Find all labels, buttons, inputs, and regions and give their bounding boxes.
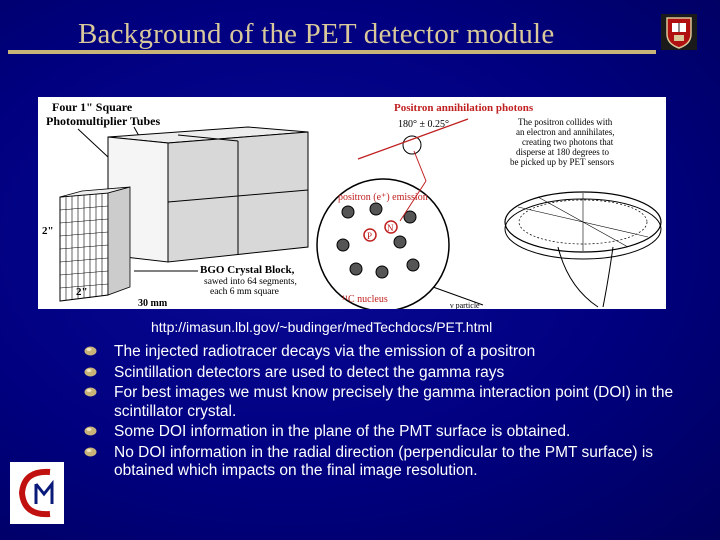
- bullet-icon: [84, 426, 97, 436]
- bullet-icon: [84, 447, 97, 456]
- bullet-item: Some DOI information in the plane of the…: [84, 423, 704, 442]
- p-label: P: [367, 231, 372, 241]
- bullet-icon: [84, 387, 97, 397]
- bullet-text: The injected radiotracer decays via the …: [114, 343, 536, 360]
- source-url: http://imasun.lbl.gov/~budinger/medTechd…: [151, 319, 493, 335]
- pet-detector-figure: Four 1" Square Photomultiplier Tubes: [38, 97, 666, 309]
- bullet-icon: [84, 346, 97, 356]
- collision-text-2: an electron and annihilates,: [516, 127, 614, 137]
- annihilation-title: Positron annihilation photons: [394, 102, 534, 114]
- dim-30mm: 30 mm: [138, 298, 168, 309]
- bullet-list: The injected radiotracer decays via the …: [84, 343, 704, 483]
- bullet-text: For best images we must know precisely t…: [114, 384, 674, 420]
- pet-ring-diagram: The positron collides with an electron a…: [504, 117, 662, 308]
- dim-2in-horizontal: 2": [76, 286, 88, 298]
- collision-text-4: disperse at 180 degrees to: [516, 147, 609, 157]
- bullet-text: No DOI information in the radial directi…: [114, 443, 654, 480]
- nucleus-diagram: P N ¹¹C nucleus positron (e⁺) emission ν…: [316, 102, 534, 309]
- bullet-item: For best images we must know precisely t…: [84, 384, 704, 421]
- angle-label: 180° ± 0.25°: [398, 119, 449, 130]
- collision-text-1: The positron collides with: [518, 117, 613, 127]
- particle-label: ν particle: [450, 301, 480, 309]
- bullet-item: The injected radiotracer decays via the …: [84, 343, 704, 362]
- university-crest-icon: [661, 14, 697, 50]
- bgo-label-1: BGO Crystal Block,: [200, 264, 295, 276]
- bgo-crystal-grid: [59, 186, 131, 302]
- bullet-text: Some DOI information in the plane of the…: [114, 423, 571, 440]
- slide-title: Background of the PET detector module: [78, 18, 555, 50]
- bullet-icon: [84, 367, 97, 376]
- bgo-label-3: each 6 mm square: [210, 287, 279, 297]
- bgo-label-2: sawed into 64 segments,: [204, 277, 297, 287]
- pmt-label-1: Four 1" Square: [52, 100, 133, 114]
- pmt-label-2: Photomultiplier Tubes: [46, 114, 160, 128]
- positron-emission-label: positron (e⁺) emission: [338, 192, 428, 203]
- institute-logo-icon: [10, 462, 64, 524]
- collision-text-5: be picked up by PET sensors: [510, 157, 615, 167]
- bullet-item: No DOI information in the radial directi…: [84, 444, 704, 481]
- title-underline: [8, 50, 656, 54]
- n-label: N: [387, 223, 394, 233]
- bullet-item: Scintillation detectors are used to dete…: [84, 364, 704, 383]
- bullet-text: Scintillation detectors are used to dete…: [114, 363, 505, 381]
- nucleus-label: ¹¹C nucleus: [342, 294, 388, 305]
- collision-text-3: creating two photons that: [522, 137, 614, 147]
- dim-2in-vertical: 2": [42, 225, 54, 237]
- detector-block-diagram: Four 1" Square Photomultiplier Tubes: [42, 100, 309, 309]
